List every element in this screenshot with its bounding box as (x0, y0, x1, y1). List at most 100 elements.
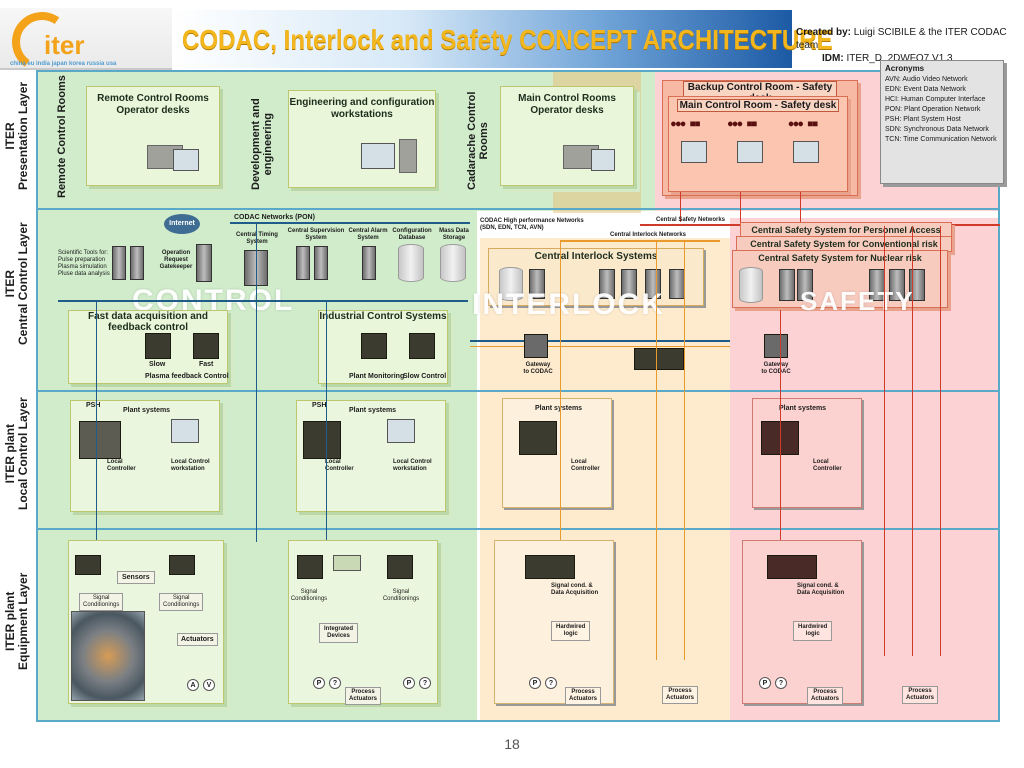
vertical-line: Cadarache Control (466, 91, 478, 190)
safety-link (740, 192, 741, 222)
layer-label-line: Local Control Layer (16, 397, 30, 510)
central-safety-networks-label: Central Safety Networks (656, 217, 726, 223)
text-line: Database (398, 235, 426, 241)
local-controller-icon (519, 421, 557, 455)
safety-monitor-icon (737, 141, 763, 163)
panel-title-line: Main Control Rooms (518, 93, 616, 104)
text-line: to CODAC (523, 369, 553, 375)
mass-data-label: Mass Data Storage (434, 228, 474, 242)
layer-divider-2 (36, 390, 1000, 392)
safety-conventional-title: Central Safety System for Conventional r… (750, 239, 938, 249)
safety-overlay-label: SAFETY (800, 286, 915, 316)
process-actuators-label: Process Actuators (902, 686, 939, 704)
text-line: Gateway (763, 362, 789, 368)
pump-icon: P (313, 677, 325, 689)
monitor-icon (173, 149, 199, 171)
title-band (172, 10, 792, 68)
equipment-panel-control-1: Sensors Signal Conditionings Signal Cond… (68, 540, 224, 704)
safety-link (800, 192, 801, 222)
local-controller-icon (79, 421, 121, 459)
panel-title-line: workstations (331, 109, 393, 120)
text-line: Signal (92, 595, 110, 601)
text-line: Actuators (906, 695, 935, 701)
text-line: Storage (442, 235, 466, 241)
text-line: Process (908, 688, 932, 694)
text-line: workstation (171, 466, 205, 472)
text-line: Local Control (171, 459, 210, 465)
text-line: Signal (172, 595, 190, 601)
signal-conditioning-icon (169, 555, 195, 575)
idm-value: ITER_D_2DWFQ7 V1.3 (846, 53, 953, 64)
plant-systems-panel-safety: Plant systems Local Controller (752, 398, 862, 508)
text-line: logic (563, 631, 578, 637)
tower-icon (399, 139, 417, 173)
controller-icon (361, 333, 387, 359)
tokamak-icon (71, 611, 145, 701)
safety-wire (940, 226, 941, 656)
iter-logo-text: iter (44, 30, 85, 60)
logo-area (0, 8, 172, 70)
plant-systems-label: Plant systems (535, 405, 583, 412)
process-actuators-label: Process Actuators (565, 687, 602, 705)
interlock-plc-icon (634, 348, 684, 370)
text-line: System (305, 235, 327, 241)
database-icon (739, 267, 763, 303)
server-icon (112, 246, 126, 280)
scientific-tools-label: Scientific Tools for: Pulse preparation … (58, 250, 118, 278)
text-line: Scientific Tools for: (58, 250, 108, 256)
hp-network-bus (470, 340, 730, 342)
equipment-panel-interlock: Signal cond. & Data Acquisition Hardwire… (494, 540, 614, 705)
page-title: CODAC, Interlock and Safety CONCEPT ARCH… (182, 24, 833, 55)
pon-bus (58, 300, 468, 302)
panel-title-line: Operator desks (530, 105, 604, 116)
server-icon (296, 246, 310, 280)
internet-cloud-icon: Internet (164, 214, 200, 234)
safety-wire (780, 310, 781, 540)
question-icon: ? (419, 677, 431, 689)
actuator-v-icon: V (203, 679, 215, 691)
interlock-network-bus (560, 240, 720, 242)
plant-monitoring-label: Plant Monitoring (349, 373, 405, 380)
text-line: Gateway (525, 362, 551, 368)
database-icon (499, 267, 523, 301)
text-line: Process (351, 689, 375, 695)
interlock-link (470, 346, 730, 347)
central-timing-label: Central Timing System (232, 232, 282, 246)
text-line: Configuration (392, 228, 432, 234)
idm-label: IDM: (822, 53, 844, 64)
text-line: Local Control (393, 459, 432, 465)
credit-block: Created by: Luigi SCIBILE & the ITER COD… (796, 26, 1024, 65)
psh-label: PSH (312, 402, 327, 409)
workstation-monitor-icon (171, 419, 199, 443)
text-line: Central Alarm (348, 228, 388, 234)
pump-icon: P (759, 677, 771, 689)
text-line: Local (813, 459, 829, 465)
text-line: logic (805, 631, 820, 637)
remote-control-rooms-panel: Remote Control Rooms Operator desks (86, 86, 220, 186)
integrated-devices-label: Integrated Devices (319, 623, 359, 643)
text-line: Conditionings (163, 602, 200, 608)
controller-icon (193, 333, 219, 359)
local-workstation-label: Local Control workstation (171, 459, 210, 473)
signal-daq-label: Signal cond. & Data Acquisition (797, 583, 844, 597)
layer-label-line: Presentation Layer (16, 81, 30, 190)
local-workstation-label: Local Control workstation (393, 459, 432, 473)
device-display-icon (333, 555, 361, 571)
fast-label: Fast (199, 361, 214, 368)
text-line: Controller (571, 466, 600, 472)
interlock-wire (656, 240, 657, 660)
remote-control-rooms-vertical: Remote Control Rooms (56, 75, 68, 198)
signal-daq-icon (525, 555, 575, 579)
vertical-line: Rooms (478, 122, 490, 160)
signal-daq-label: Signal cond. & Data Acquisition (551, 583, 598, 597)
text-line: Integrated (324, 626, 354, 632)
plant-systems-label: Plant systems (349, 407, 397, 414)
central-interlock-networks-label: Central Interlock Networks (610, 232, 687, 238)
text-line: Controller (107, 466, 136, 472)
text-line: Data Acquisition (797, 590, 845, 596)
industrial-control-panel: Industrial Control Systems Plant Monitor… (318, 310, 448, 384)
gateway-label: Gateway to CODAC (756, 362, 796, 376)
panel-title-line: Operator desks (116, 105, 190, 116)
acronym-item: EDN: Event Data Network (885, 86, 966, 93)
pump-icon: P (403, 677, 415, 689)
